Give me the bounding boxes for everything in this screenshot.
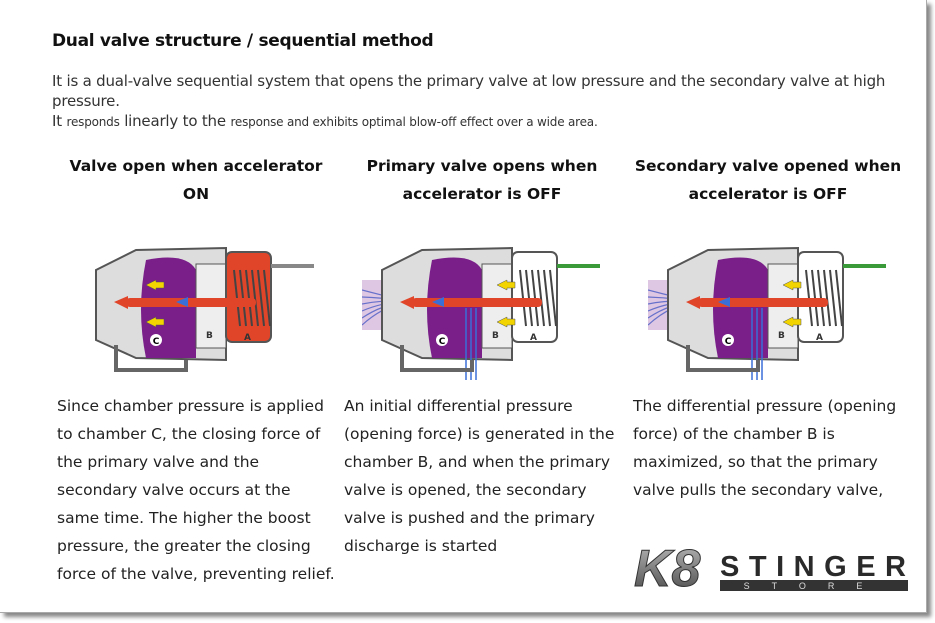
logo-stinger: STINGER: [720, 551, 906, 583]
svg-text:C: C: [725, 337, 732, 347]
document-card: Dual valve structure / sequential method…: [0, 0, 927, 613]
svg-text:B: B: [206, 331, 213, 341]
column-heading: Valve open when accelerator ON: [69, 157, 323, 203]
k8stinger-store-logo: K8 STINGER STORE: [634, 540, 908, 596]
page-title: Dual valve structure / sequential method: [52, 31, 434, 51]
svg-text:B: B: [778, 331, 785, 341]
intro-text: It is a dual-valve sequential system tha…: [52, 71, 912, 132]
chamber-c: [141, 257, 196, 358]
logo-k8: K8: [634, 540, 701, 596]
logo-store: STORE: [744, 581, 885, 591]
column-text: The differential pressure (opening force…: [633, 397, 897, 499]
svg-text:C: C: [439, 337, 446, 347]
column-accelerator-on: Valve open when accelerator ON C B A Since…: [57, 152, 335, 588]
svg-text:C: C: [153, 337, 160, 347]
piston-rod: [412, 298, 542, 307]
column-text: Since chamber pressure is applied to cha…: [57, 397, 335, 583]
column-text: An initial differential pressure (openin…: [344, 397, 615, 555]
column-heading: Secondary valve opened when accelerator …: [634, 157, 902, 203]
column-heading: Primary valve opens when accelerator is …: [366, 157, 598, 203]
intro-line-2b: responds: [66, 115, 120, 129]
intro-line-1: It is a dual-valve sequential system tha…: [52, 72, 886, 110]
piston-rod: [126, 298, 256, 307]
svg-text:A: A: [530, 333, 537, 343]
svg-text:A: A: [816, 333, 823, 343]
intro-line-2c: linearly to the: [119, 112, 231, 130]
chamber-c: [713, 257, 768, 358]
column-primary-open: Primary valve opens when accelerator is …: [344, 152, 620, 560]
piston-rod: [698, 298, 828, 307]
intro-line-2a: It: [52, 112, 67, 130]
column-secondary-open: Secondary valve opened when accelerator …: [633, 152, 903, 504]
chamber-c: [427, 257, 482, 358]
svg-text:B: B: [492, 331, 499, 341]
svg-text:A: A: [244, 333, 251, 343]
intro-line-2d: response and exhibits optimal blow-off e…: [230, 115, 598, 129]
